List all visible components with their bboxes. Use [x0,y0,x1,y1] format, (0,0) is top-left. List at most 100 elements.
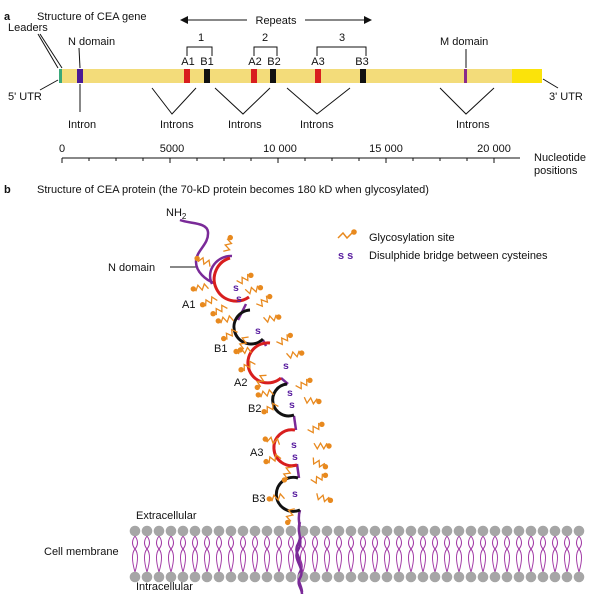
glycosylation-site [254,374,267,391]
lipid-head [225,525,237,537]
lipid-tail [192,535,198,573]
axis-title-line-1: Nucleotide [534,152,586,164]
lipid-head [201,525,213,537]
lipid-head [417,525,429,537]
lipid-tail [372,535,378,573]
lipid-tail [480,535,486,573]
n-domain-protein-label: N domain [108,262,155,274]
lipid-head [393,571,405,583]
introns-pointer-2 [214,87,271,115]
lipid-tail [444,535,450,573]
lipid-tail [576,535,582,573]
lipid-tail [264,535,270,573]
exon-b3 [360,69,366,83]
axis-label-10000: 10 000 [263,143,297,155]
lipid-head [513,571,525,583]
cell-membrane-label: Cell membrane [44,546,119,558]
exon-b1 [204,69,210,83]
lipid-head [213,525,225,537]
lipid-head [237,525,249,537]
lipid-tail [432,535,438,573]
glycosylation-site [276,332,293,346]
intracellular-label: Intracellular [136,581,193,593]
lipid-head [321,525,333,537]
glycosylation-site [238,360,256,373]
lipid-tail [552,535,558,573]
panel-b-letter: b [4,184,11,196]
repeats-arrow-right-head [364,16,372,24]
lipid-head [153,525,165,537]
lipid-tail [324,535,330,573]
protein-domain-label-a1: A1 [182,299,195,311]
lipid-head [129,571,141,583]
introns-pointer-1 [151,87,197,115]
gene-bar [60,69,512,83]
lipid-head [429,571,441,583]
introns-label-1: Introns [160,119,194,131]
exon-label-a2: A2 [248,56,261,68]
lipid-tail [276,535,282,573]
lipid-head [333,525,345,537]
n-domain-gene-pointer [78,47,81,69]
lipid-head [249,571,261,583]
lipid-head [237,571,249,583]
introns-pointer-4 [439,87,495,115]
repeats-arrow-left-head [180,16,188,24]
lipid-head [477,525,489,537]
domain-b1 [232,308,265,346]
lipid-tail [228,535,234,573]
introns-pointer-3 [286,87,351,115]
exon-a3 [315,69,321,83]
lipid-head [273,525,285,537]
lipid-head [573,571,585,583]
lipid-head [213,571,225,583]
lipid-head [141,525,153,537]
glycosylation-site [295,377,313,390]
repeat-bracket-2 [253,46,278,56]
glycosylation-site [215,314,234,324]
lipid-tail [348,535,354,573]
lipid-head [513,525,525,537]
lipid-tail [384,535,390,573]
ss-bridge-a3-bottom: s [292,451,298,463]
disulphide-bridges: s s s s s s s s s [233,282,298,500]
glycosylation-site [210,304,228,317]
lipid-tail [456,535,462,573]
extracellular-label: Extracellular [136,510,197,522]
nucleotide-axis: 0 5000 10 000 15 000 20 000 Nucleotide p… [59,143,586,177]
lipid-tail [312,535,318,573]
disulphide-legend-icon: s s [338,250,353,262]
glycosylation-site [286,350,305,360]
lipid-tail [132,535,138,573]
glycosylation-sites [190,234,334,526]
lipid-head [549,525,561,537]
utr3-label: 3' UTR [549,91,583,103]
lipid-head [381,571,393,583]
lipid-head [225,571,237,583]
ss-bridge-b1: s [255,325,261,337]
lipid-head [369,525,381,537]
lipid-tail [240,535,246,573]
panel-a-title: Structure of CEA gene [37,11,146,23]
lipid-head [381,525,393,537]
glycosylation-site [316,493,334,503]
panel-b-title: Structure of CEA protein (the 70-kD prot… [37,184,429,196]
protein-domain-label-a3: A3 [250,447,263,459]
lipid-head [261,571,273,583]
axis-label-0: 0 [59,143,65,155]
exon-a1 [184,69,190,83]
glycosylation-site [255,388,274,398]
domain-b3 [274,475,301,513]
lipid-head [345,571,357,583]
glycosylation-site [244,285,264,295]
lipid-tail [204,535,210,573]
lipid-tail [408,535,414,573]
ss-bridge-a1-top: s [233,282,239,294]
lipid-head [273,571,285,583]
axis-label-5000: 5000 [160,143,184,155]
lipid-head [165,525,177,537]
lipid-head [501,571,513,583]
leaders-label: Leaders [8,22,48,34]
ss-bridge-b2-top: s [287,387,293,399]
repeats-label-bg [247,13,305,27]
